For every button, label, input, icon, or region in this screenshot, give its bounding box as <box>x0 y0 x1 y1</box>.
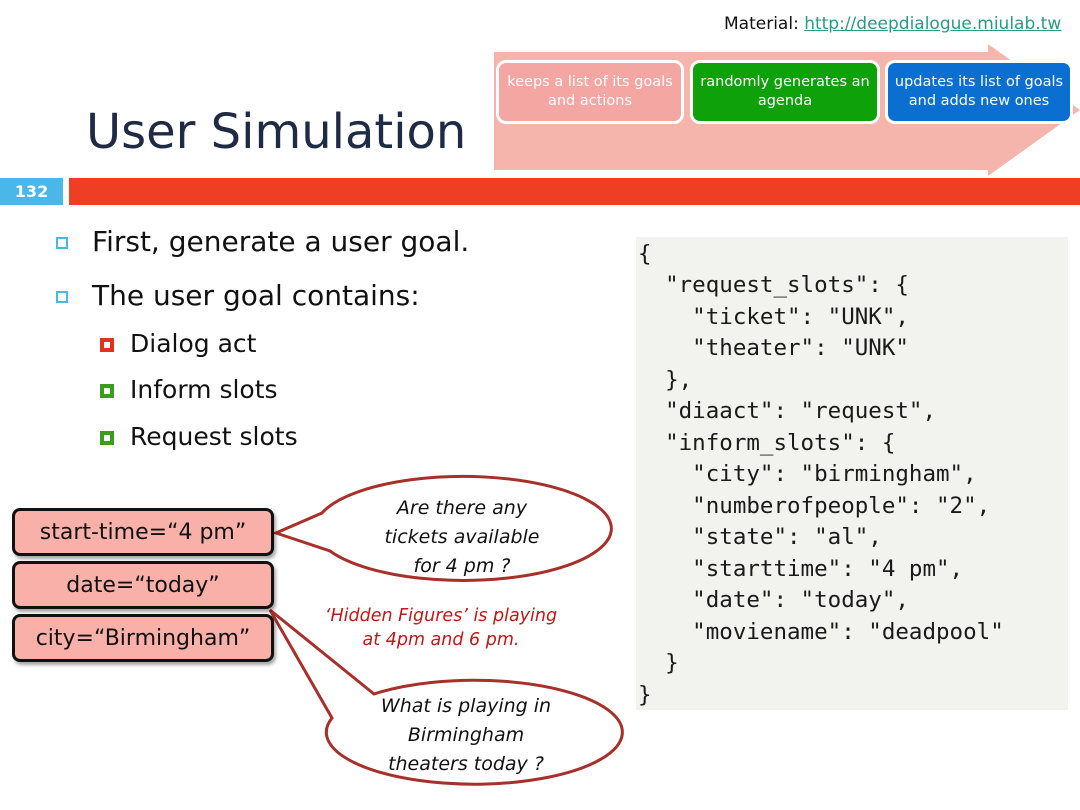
material-credit: Material: http://deepdialogue.miulab.tw <box>724 14 1061 34</box>
slot-start-time: start-time=“4 pm” <box>12 508 274 556</box>
bullet-square-icon <box>100 338 114 352</box>
top-bubble-line: Are there any <box>396 497 528 519</box>
bottom-speech-bubble <box>268 608 624 786</box>
system-response-line: ‘Hidden Figures’ is playing <box>324 606 558 626</box>
subbullet-request-slots: Request slots <box>100 422 298 451</box>
bottom-bubble-line: What is playing in <box>380 695 552 717</box>
code-line: "request_slots": { <box>638 272 909 298</box>
code-line: } <box>638 682 652 708</box>
system-response-text: ‘Hidden Figures’ is playing at 4pm and 6… <box>306 604 576 652</box>
bullet-text: Inform slots <box>130 375 278 404</box>
slide-title: User Simulation <box>86 104 467 160</box>
bottom-bubble-text: What is playing in Birmingham theaters t… <box>318 692 614 779</box>
bottom-bubble-line: Birmingham <box>407 724 525 746</box>
bullet-text: Request slots <box>130 422 298 451</box>
bullet-text: The user goal contains: <box>92 279 420 312</box>
code-line: { <box>638 241 652 267</box>
top-speech-bubble <box>271 474 613 582</box>
material-label: Material: <box>724 14 799 34</box>
code-line: "numberofpeople": "2", <box>638 493 991 519</box>
user-goal-json: { "request_slots": { "ticket": "UNK", "t… <box>636 237 1068 710</box>
code-line: "starttime": "4 pm", <box>638 556 964 582</box>
bullet-text: First, generate a user goal. <box>92 225 470 258</box>
bullet-square-icon <box>100 431 114 445</box>
step-generates-agenda: randomly generates an agenda <box>690 60 880 124</box>
code-line: "theater": "UNK" <box>638 335 909 361</box>
slide-number: 132 <box>0 178 63 205</box>
bottom-bubble-line: theaters today ? <box>388 753 544 775</box>
slot-date: date=“today” <box>12 561 274 609</box>
top-bubble-text: Are there any tickets available for 4 pm… <box>314 494 610 581</box>
code-line: }, <box>638 367 693 393</box>
bullet-text: Dialog act <box>130 329 257 358</box>
code-line: "ticket": "UNK", <box>638 304 909 330</box>
code-line: "inform_slots": { <box>638 430 896 456</box>
system-response-line: at 4pm and 6 pm. <box>362 630 520 650</box>
code-line: "state": "al", <box>638 524 882 550</box>
top-bubble-line: for 4 pm ? <box>413 555 511 577</box>
bullet-goal-contains: The user goal contains: <box>56 279 420 312</box>
bullet-generate-goal: First, generate a user goal. <box>56 225 470 258</box>
code-line: "moviename": "deadpool" <box>638 619 1004 645</box>
title-divider-bar <box>69 178 1080 205</box>
bullet-square-icon <box>56 291 68 303</box>
subbullet-dialog-act: Dialog act <box>100 329 257 358</box>
step-keeps-goals: keeps a list of its goals and actions <box>496 60 684 124</box>
code-line: "diaact": "request", <box>638 398 937 424</box>
code-line: "date": "today", <box>638 587 909 613</box>
step-updates-goals: updates its list of goals and adds new o… <box>885 60 1073 124</box>
material-link[interactable]: http://deepdialogue.miulab.tw <box>804 14 1062 34</box>
code-line: } <box>638 650 679 676</box>
slot-city: city=“Birmingham” <box>12 614 274 662</box>
subbullet-inform-slots: Inform slots <box>100 375 278 404</box>
top-bubble-line: tickets available <box>384 526 540 548</box>
bullet-square-icon <box>100 384 114 398</box>
code-line: "city": "birmingham", <box>638 461 977 487</box>
bullet-square-icon <box>56 237 68 249</box>
